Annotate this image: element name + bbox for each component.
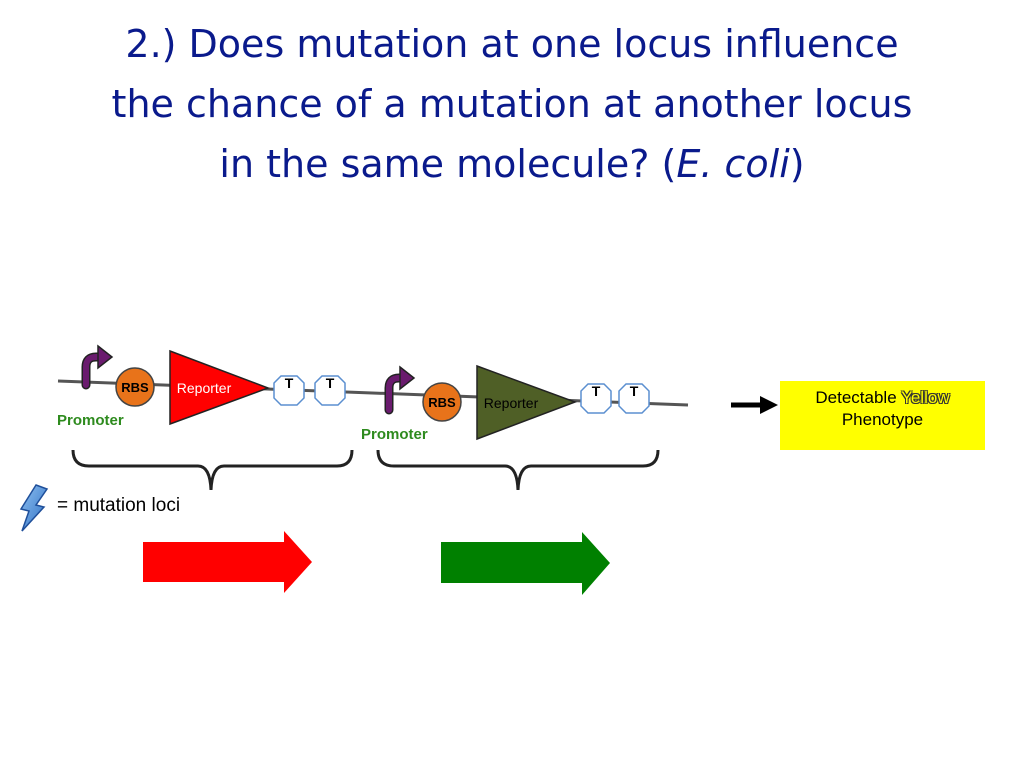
construct-1: RBS Reporter T T <box>71 344 354 491</box>
brace-2 <box>376 449 660 491</box>
result-arrow <box>731 396 778 414</box>
terminator-1a-label: T <box>285 375 294 391</box>
reporter-1-label: Reporter <box>177 380 232 396</box>
rbs-2-circle <box>422 382 462 422</box>
reporter-1-shape <box>169 349 271 426</box>
terminator-2a <box>580 383 612 414</box>
terminator-1a <box>273 375 305 406</box>
title-line-1: 2.) Does mutation at one locus influence <box>125 22 899 66</box>
mutation-loci-legend: = mutation loci <box>57 495 181 516</box>
title-line-3: in the same molecule? (E. coli) <box>40 134 984 194</box>
phenotype-prefix: Detectable <box>815 388 902 407</box>
reporter-2-label: Reporter <box>484 395 539 411</box>
promoter-arrow-1-shaft <box>83 354 103 388</box>
promoter-arrow-2-shaft <box>386 375 405 413</box>
promoter-1-label: Promoter <box>57 412 124 429</box>
reporter-2-shape <box>476 364 578 441</box>
result-arrow-head <box>760 396 778 414</box>
phenotype-yellow-word: Yellow <box>901 388 950 407</box>
rbs-1-label: RBS <box>121 380 149 395</box>
terminator-1b-label: T <box>326 375 335 391</box>
phenotype-line-1: Detectable Yellow <box>780 387 985 409</box>
rbs-2-label: RBS <box>428 395 456 410</box>
title-organism: E. coli <box>676 142 790 186</box>
title-line-3-suffix: ) <box>789 142 805 186</box>
rbs-1-circle <box>115 367 155 407</box>
phenotype-line-2: Phenotype <box>841 410 924 429</box>
lightning-bolt-icon <box>19 484 49 532</box>
promoter-arrow-1-head <box>97 344 114 370</box>
title-line-3-prefix: in the same molecule? ( <box>219 142 677 186</box>
terminator-1b <box>314 375 346 406</box>
promoter-2-label: Promoter <box>361 426 428 443</box>
construct-2: RBS Reporter T T <box>376 364 660 491</box>
terminator-2a-label: T <box>592 383 601 399</box>
green-block-arrow <box>441 532 610 595</box>
promoter-arrow-2-head <box>399 365 416 391</box>
terminator-2b <box>618 383 650 414</box>
phenotype-box: Detectable Yellow Phenotype <box>780 381 985 450</box>
title-line-2: the chance of a mutation at another locu… <box>111 82 913 126</box>
terminator-2b-label: T <box>630 383 639 399</box>
red-block-arrow <box>143 531 312 593</box>
slide-title: 2.) Does mutation at one locus influence… <box>40 14 984 194</box>
brace-1 <box>71 449 354 491</box>
